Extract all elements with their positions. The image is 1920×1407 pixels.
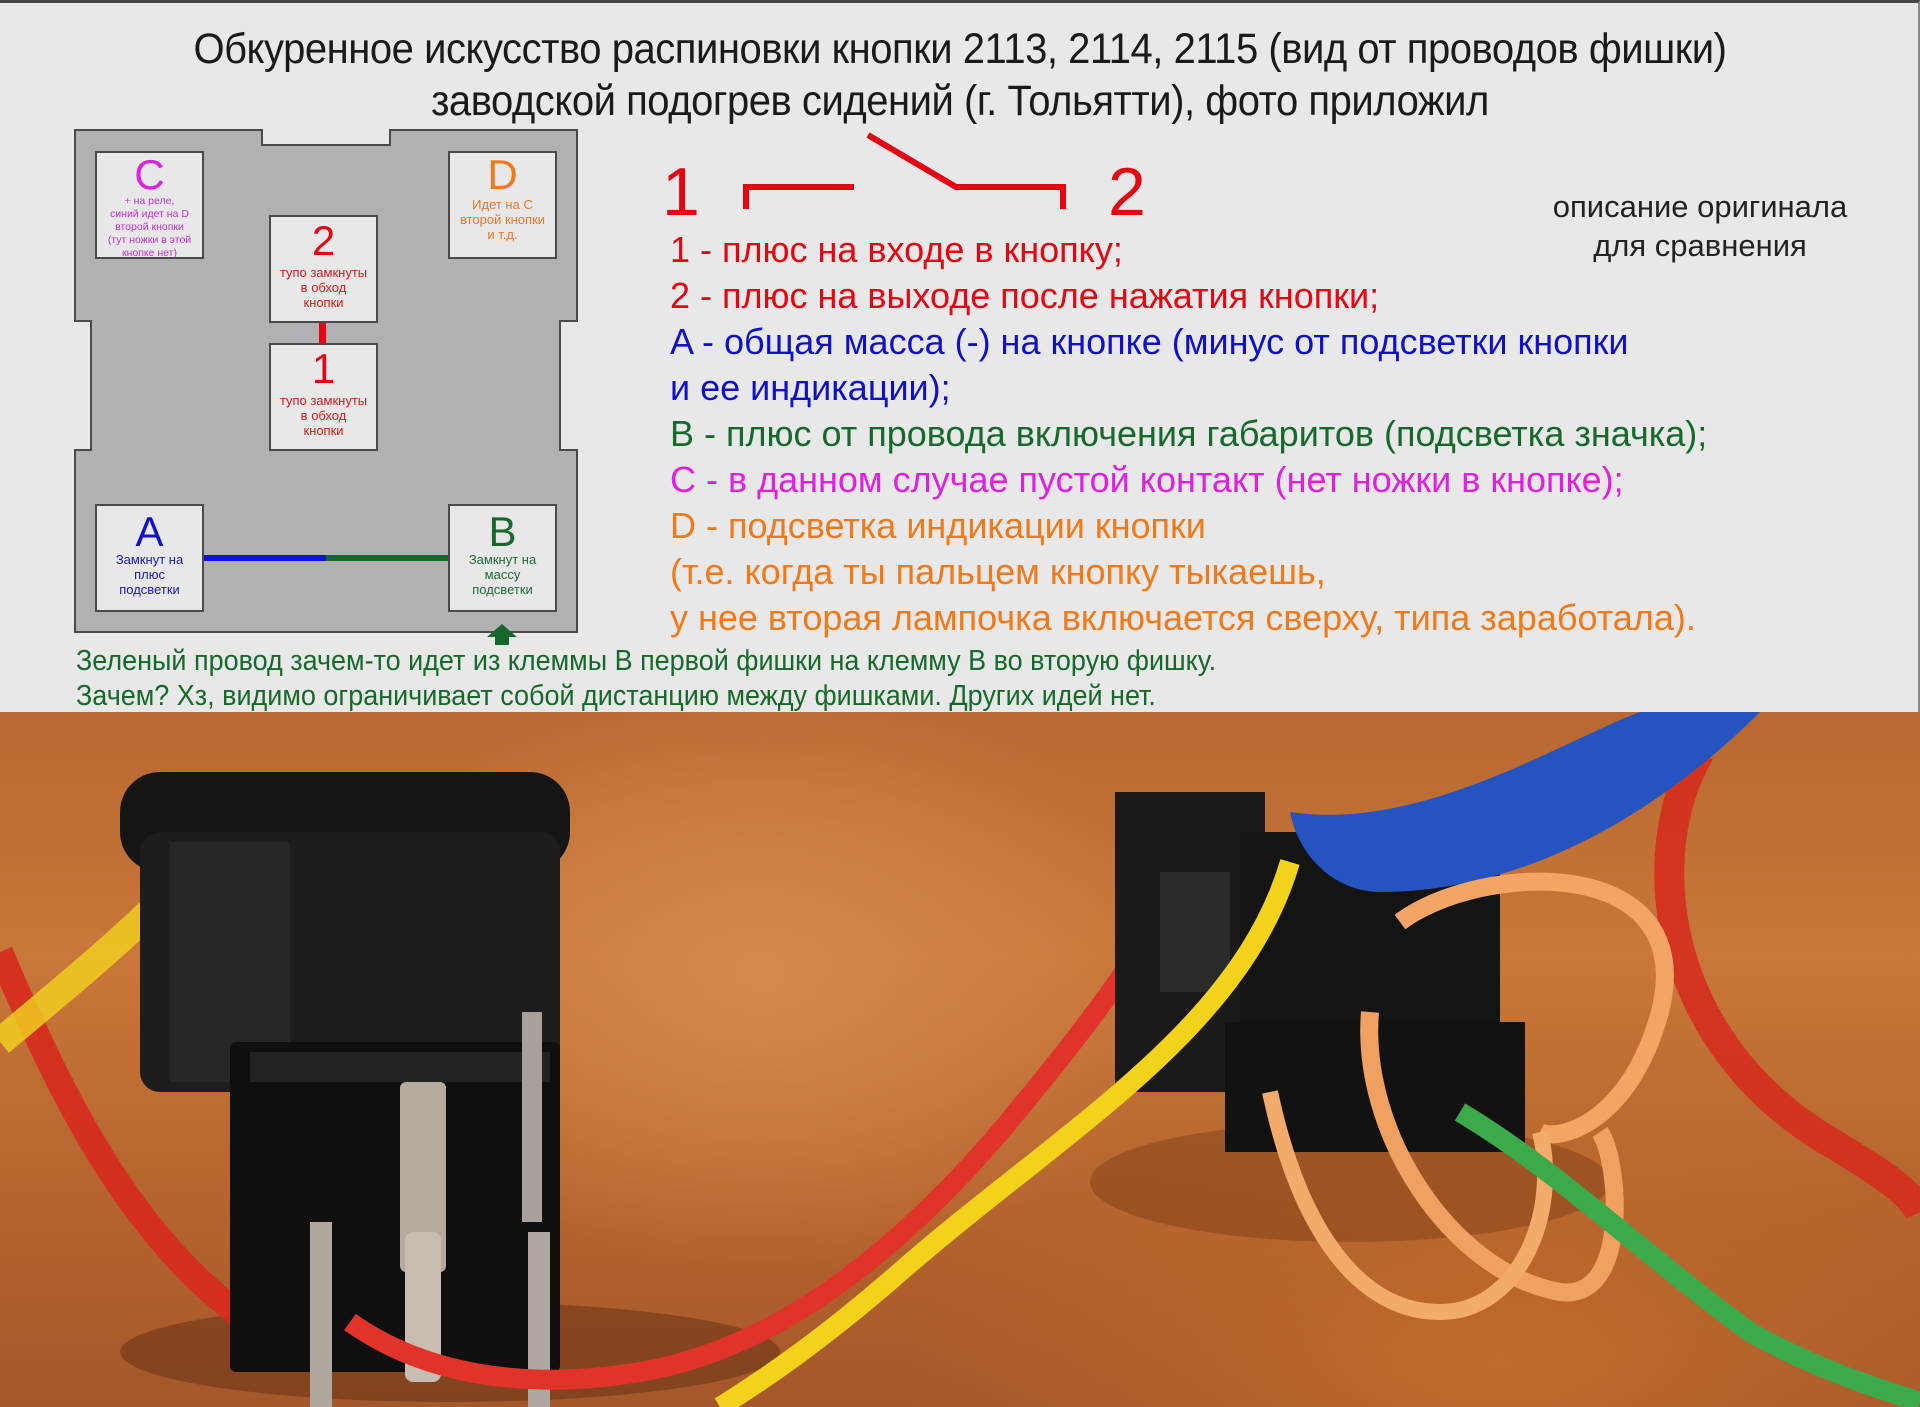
diagram-panel: Обкуренное искусство распиновки кнопки 2… [0, 0, 1920, 712]
pin-d-box: D Идет на С второй кнопки и т.д. [448, 151, 557, 259]
desc-pin-2: 2 - плюс на выходе после нажатия кнопки; [670, 275, 1380, 316]
pin-a-box: A Замкнут на плюс подсветки [95, 504, 204, 612]
switch-label-1: 1 [662, 154, 700, 230]
footer-note-line-1: Зеленый провод зачем-то идет из клеммы В… [76, 645, 1217, 677]
desc-pin-1: 1 - плюс на входе в кнопку; [670, 229, 1123, 270]
desc-pin-c: C - в данном случае пустой контакт (нет … [670, 459, 1624, 500]
wire-a-blue [203, 555, 326, 561]
title-line-1: Обкуренное искусство распиновки кнопки 2… [193, 25, 1727, 73]
pin-c-box: C + на реле, синий идет на D второй кноп… [95, 151, 204, 259]
pin-1-box: 1 тупо замкнуты в обход кнопки [269, 343, 378, 451]
pin-b-box: B Замкнут на массу подсветки [448, 504, 557, 612]
desc-pin-d: D - подсветка индикации кнопки [670, 505, 1206, 546]
photo-illustration [0, 712, 1920, 1407]
wire-2-to-1 [319, 323, 326, 343]
pin-b-label: B [488, 508, 517, 555]
connector-photo [0, 712, 1920, 1407]
desc-pin-a-cont: и ее индикации); [670, 367, 951, 408]
pin-b-note: Замкнут на массу подсветки [468, 552, 537, 597]
switch-symbol-icon [743, 132, 1066, 209]
wire-b-green [326, 555, 448, 561]
button-body-left [120, 772, 570, 1407]
pin-1-note: тупо замкнуты в обход кнопки [279, 393, 368, 438]
pin-1-label: 1 [311, 345, 336, 392]
pin-2-label: 2 [311, 217, 336, 264]
desc-pin-d-cont-2: у нее вторая лампочка включается сверху,… [670, 597, 1696, 638]
pin-d-note: Идет на С второй кнопки и т.д. [459, 197, 546, 242]
desc-pin-a: A - общая масса (-) на кнопке (минус от … [670, 321, 1629, 362]
footer-note-line-2: Зачем? Хз, видимо ограничивает собой дис… [76, 680, 1156, 712]
desc-pin-d-cont-1: (т.е. когда ты пальцем кнопку тыкаешь, [670, 551, 1326, 592]
title-line-2: заводской подогрев сидений (г. Тольятти)… [431, 77, 1489, 125]
switch-label-2: 2 [1108, 154, 1146, 230]
pin-a-note: Замкнут на плюс подсветки [115, 552, 184, 597]
desc-pin-b: B - плюс от провода включения габаритов … [670, 413, 1708, 454]
pin-c-label: C [134, 151, 165, 198]
pin-2-note: тупо замкнуты в обход кнопки [279, 265, 368, 310]
arrow-up-icon [487, 624, 517, 645]
compare-label: описание оригинала для сравнения [1552, 189, 1848, 263]
pin-d-label: D [487, 151, 518, 198]
pin-2-box: 2 тупо замкнуты в обход кнопки [269, 215, 378, 323]
pin-c-note: + на реле, синий идет на D второй кнопки… [107, 195, 192, 259]
pin-a-label: A [135, 508, 164, 555]
